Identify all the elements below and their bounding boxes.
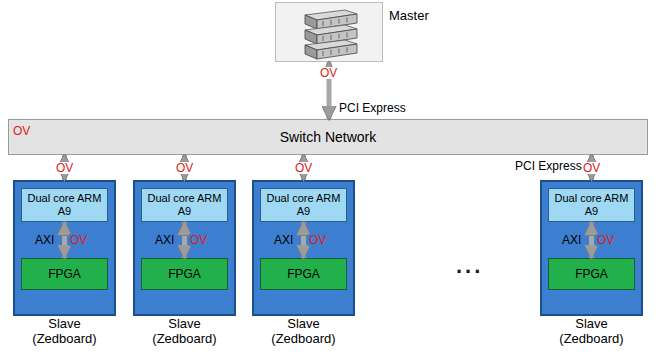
drive-slot (339, 34, 340, 39)
cpu-box: Dual core ARM A9 (141, 188, 228, 222)
bus-arrow (182, 222, 187, 258)
bus-arrow (327, 62, 332, 119)
box-label: Dual core ARM A9 (26, 192, 103, 218)
box-label: Dual core ARM A9 (146, 192, 223, 218)
overlay-marker: OV (294, 162, 313, 174)
drive-slot (339, 19, 340, 24)
switch-band: Switch Network (8, 119, 648, 155)
board-caption: Slave (Zedboard) (262, 316, 346, 346)
drive-slot (323, 21, 324, 26)
bus-arrow (589, 155, 594, 180)
box-label: Switch Network (280, 129, 376, 145)
server-front (305, 45, 317, 59)
board-caption: Slave (Zedboard) (143, 316, 227, 346)
label-holder: Slave (Zedboard) (115, 316, 254, 346)
server-background (276, 3, 383, 62)
overlay-marker: OV (582, 162, 601, 174)
overlay-marker: OV (175, 162, 194, 174)
overlay-marker: OV (69, 234, 88, 246)
box-label: Dual core ARM A9 (265, 192, 342, 218)
overlay-marker: OV (596, 234, 615, 246)
node-title: Master (389, 8, 429, 23)
drive-slot (347, 32, 348, 37)
box-label: FPGA (48, 267, 81, 281)
drive-slot (331, 20, 332, 25)
cpu-box: Dual core ARM A9 (21, 188, 108, 222)
drive-slot (347, 47, 348, 52)
overlay-marker: OV (308, 234, 327, 246)
bus-arrow (182, 155, 187, 180)
ellipsis: ... (456, 253, 483, 279)
cpu-box: Dual core ARM A9 (548, 188, 635, 222)
overlay-marker: OV (319, 67, 338, 79)
drive-slot (323, 51, 324, 56)
bus-label: AXI (155, 233, 174, 247)
fpga-box: FPGA (141, 258, 228, 290)
bus-arrow (301, 155, 306, 180)
box-label: FPGA (575, 267, 608, 281)
fpga-box: FPGA (260, 258, 347, 290)
label-holder: Slave (Zedboard) (234, 316, 373, 346)
cpu-box: Dual core ARM A9 (260, 188, 347, 222)
overlay-marker: OV (12, 125, 31, 137)
label-holder: Slave (Zedboard) (0, 316, 134, 346)
bus-arrow (301, 222, 306, 258)
bus-arrow (62, 222, 67, 258)
label-holder: Slave (Zedboard) (522, 316, 659, 346)
drive-slot (331, 50, 332, 55)
box-label: FPGA (287, 267, 320, 281)
server-front (305, 30, 317, 44)
bus-label: PCI Express (515, 159, 582, 173)
drive-slot (339, 49, 340, 54)
drive-slot (323, 36, 324, 41)
box-label: Dual core ARM A9 (553, 192, 630, 218)
board-caption: Slave (Zedboard) (550, 316, 634, 346)
label-holder: Master (389, 8, 429, 23)
bus-label: AXI (562, 233, 581, 247)
bus-label: AXI (274, 233, 293, 247)
fpga-box: FPGA (21, 258, 108, 290)
server-node: Master (275, 2, 383, 62)
board-caption: Slave (Zedboard) (23, 316, 107, 346)
fpga-box: FPGA (548, 258, 635, 290)
drive-slot (347, 17, 348, 22)
box-label: FPGA (168, 267, 201, 281)
server-illustration (275, 2, 383, 62)
overlay-marker: OV (55, 162, 74, 174)
bus-arrow (62, 155, 67, 180)
drive-slot (331, 35, 332, 40)
bus-label: PCI Express (339, 101, 406, 115)
server-front (305, 15, 317, 29)
server-side (317, 44, 357, 59)
bus-label: AXI (35, 233, 54, 247)
bus-arrow (589, 222, 594, 258)
overlay-marker: OV (189, 234, 208, 246)
